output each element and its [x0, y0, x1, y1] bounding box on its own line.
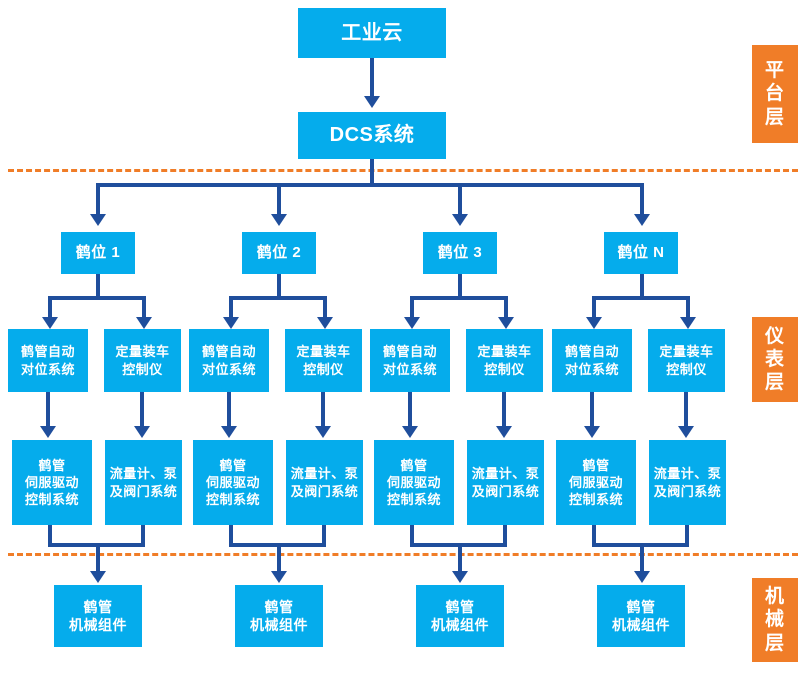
arrow-bay-2-to-instrument-left — [223, 317, 239, 329]
arrow-bay-3-to-instrument-left — [404, 317, 420, 329]
node-device-3-right[interactable]: 流量计、泵 及阀门系统 — [467, 440, 544, 525]
connector-bay-4-to-instrument-left — [592, 296, 596, 318]
arrow-bay-1-to-instrument-left — [42, 317, 58, 329]
arrow-merge-2-to-mechanical — [271, 571, 287, 583]
bus-bay-2-split — [229, 296, 327, 300]
node-device-4-left[interactable]: 鹤管 伺服驱动 控制系统 — [556, 440, 636, 525]
connector-cloud-to-dcs — [370, 58, 374, 98]
connector-instrument-4-left-to-device — [590, 392, 594, 428]
arrow-bus-to-bay-2 — [271, 214, 287, 226]
connector-bay-2-to-instrument-right — [323, 296, 327, 318]
connector-merge-3-to-mechanical — [458, 543, 462, 573]
node-mechanical-3[interactable]: 鹤管 机械组件 — [416, 585, 504, 647]
node-device-3-left[interactable]: 鹤管 伺服驱动 控制系统 — [374, 440, 454, 525]
connector-bay-1-to-instrument-right — [142, 296, 146, 318]
connector-device-1-right-down — [141, 525, 145, 545]
node-instrument-4-left[interactable]: 鹤管自动 对位系统 — [552, 329, 632, 392]
node-instrument-2-right[interactable]: 定量装车 控制仪 — [285, 329, 362, 392]
connector-device-3-left-down — [410, 525, 414, 545]
connector-bay-4-to-instrument-right — [686, 296, 690, 318]
node-mechanical-1[interactable]: 鹤管 机械组件 — [54, 585, 142, 647]
node-bay-1[interactable]: 鹤位 1 — [61, 232, 135, 274]
connector-bus-to-bay-4 — [640, 183, 644, 215]
node-device-2-right[interactable]: 流量计、泵 及阀门系统 — [286, 440, 363, 525]
arrow-bay-1-to-instrument-right — [136, 317, 152, 329]
arrow-bus-to-bay-1 — [90, 214, 106, 226]
bus-bay-distribution — [96, 183, 644, 187]
connector-instrument-4-right-to-device — [684, 392, 688, 428]
node-instrument-2-left[interactable]: 鹤管自动 对位系统 — [189, 329, 269, 392]
layer-tag-instrument: 仪 表 层 — [752, 317, 798, 402]
connector-merge-2-to-mechanical — [277, 543, 281, 573]
arrow-instrument-1-left-to-device — [40, 426, 56, 438]
node-instrument-4-right[interactable]: 定量装车 控制仪 — [648, 329, 725, 392]
connector-merge-4-to-mechanical — [640, 543, 644, 573]
arrow-bay-4-to-instrument-left — [586, 317, 602, 329]
connector-device-4-right-down — [685, 525, 689, 545]
connector-instrument-1-left-to-device — [46, 392, 50, 428]
node-bay-3[interactable]: 鹤位 3 — [423, 232, 497, 274]
arrow-instrument-1-right-to-device — [134, 426, 150, 438]
divider-platform-instrument — [8, 169, 798, 172]
arrow-merge-3-to-mechanical — [452, 571, 468, 583]
bus-bay-3-split — [410, 296, 508, 300]
arrow-bay-3-to-instrument-right — [498, 317, 514, 329]
bus-bay-1-split — [48, 296, 146, 300]
connector-device-3-right-down — [503, 525, 507, 545]
connector-device-2-left-down — [229, 525, 233, 545]
connector-bus-to-bay-3 — [458, 183, 462, 215]
connector-instrument-2-right-to-device — [321, 392, 325, 428]
arrow-instrument-3-left-to-device — [402, 426, 418, 438]
layer-tag-mechanical: 机 械 层 — [752, 578, 798, 662]
connector-bay-3-to-instrument-right — [504, 296, 508, 318]
arrow-instrument-4-right-to-device — [678, 426, 694, 438]
node-instrument-1-right[interactable]: 定量装车 控制仪 — [104, 329, 181, 392]
node-device-4-right[interactable]: 流量计、泵 及阀门系统 — [649, 440, 726, 525]
arrow-instrument-2-left-to-device — [221, 426, 237, 438]
layer-tag-platform: 平 台 层 — [752, 45, 798, 143]
arrow-cloud-to-dcs — [364, 96, 380, 108]
bus-bay-4-split — [592, 296, 690, 300]
arrow-merge-1-to-mechanical — [90, 571, 106, 583]
node-device-1-right[interactable]: 流量计、泵 及阀门系统 — [105, 440, 182, 525]
connector-bay-2-to-instrument-left — [229, 296, 233, 318]
node-instrument-3-right[interactable]: 定量装车 控制仪 — [466, 329, 543, 392]
connector-merge-1-to-mechanical — [96, 543, 100, 573]
connector-bus-to-bay-1 — [96, 183, 100, 215]
arrow-bay-2-to-instrument-right — [317, 317, 333, 329]
connector-bay-3-stem — [458, 274, 462, 298]
node-mechanical-2[interactable]: 鹤管 机械组件 — [235, 585, 323, 647]
connector-instrument-2-left-to-device — [227, 392, 231, 428]
arrow-instrument-3-right-to-device — [496, 426, 512, 438]
arrow-bus-to-bay-3 — [452, 214, 468, 226]
node-industrial-cloud[interactable]: 工业云 — [298, 8, 446, 58]
node-device-1-left[interactable]: 鹤管 伺服驱动 控制系统 — [12, 440, 92, 525]
connector-instrument-1-right-to-device — [140, 392, 144, 428]
node-mechanical-4[interactable]: 鹤管 机械组件 — [597, 585, 685, 647]
node-bay-2[interactable]: 鹤位 2 — [242, 232, 316, 274]
node-device-2-left[interactable]: 鹤管 伺服驱动 控制系统 — [193, 440, 273, 525]
node-bay-4[interactable]: 鹤位 N — [604, 232, 678, 274]
connector-dcs-to-bus — [370, 159, 374, 185]
connector-instrument-3-right-to-device — [502, 392, 506, 428]
connector-bay-1-stem — [96, 274, 100, 298]
connector-bay-4-stem — [640, 274, 644, 298]
connector-instrument-3-left-to-device — [408, 392, 412, 428]
connector-device-4-left-down — [592, 525, 596, 545]
node-instrument-1-left[interactable]: 鹤管自动 对位系统 — [8, 329, 88, 392]
connector-device-2-right-down — [322, 525, 326, 545]
divider-instrument-mechanical — [8, 553, 798, 556]
arrow-merge-4-to-mechanical — [634, 571, 650, 583]
node-dcs-system[interactable]: DCS系统 — [298, 112, 446, 159]
node-instrument-3-left[interactable]: 鹤管自动 对位系统 — [370, 329, 450, 392]
connector-bay-1-to-instrument-left — [48, 296, 52, 318]
arrow-bay-4-to-instrument-right — [680, 317, 696, 329]
connector-device-1-left-down — [48, 525, 52, 545]
arrow-instrument-2-right-to-device — [315, 426, 331, 438]
connector-bay-2-stem — [277, 274, 281, 298]
connector-bay-3-to-instrument-left — [410, 296, 414, 318]
arrow-bus-to-bay-4 — [634, 214, 650, 226]
connector-bus-to-bay-2 — [277, 183, 281, 215]
arrow-instrument-4-left-to-device — [584, 426, 600, 438]
